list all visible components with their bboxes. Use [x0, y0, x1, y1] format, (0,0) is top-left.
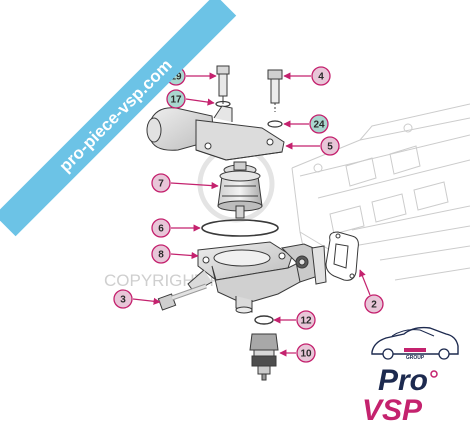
part-7-thermostat	[217, 161, 263, 219]
callout-5: 5	[320, 136, 340, 156]
callout-12: 12	[296, 310, 316, 330]
callout-10: 10	[296, 343, 316, 363]
part-6-seal	[201, 219, 279, 237]
leader-lines	[132, 72, 371, 357]
logo-line1: Pro	[378, 364, 428, 397]
part-3-bolt	[157, 283, 207, 311]
svg-text:24: 24	[313, 120, 325, 131]
svg-text:19: 19	[170, 72, 182, 83]
part-10-temperature-sensor	[249, 333, 279, 381]
callout-6: 6	[151, 218, 171, 238]
svg-text:5: 5	[327, 142, 333, 153]
svg-text:17: 17	[170, 95, 182, 106]
provsp-logo: GROUP Pro VSP	[362, 326, 459, 427]
part-5-thermostat-cover	[146, 105, 285, 161]
callout-17: 17	[166, 89, 186, 109]
logo-line2: VSP	[362, 394, 423, 427]
callout-8: 8	[151, 244, 171, 264]
svg-text:2: 2	[371, 300, 377, 311]
callout-7: 7	[151, 173, 171, 193]
car-icon	[371, 326, 459, 355]
part-24-oring	[267, 120, 283, 128]
part-4-bolt	[267, 69, 283, 112]
svg-text:3: 3	[120, 295, 126, 306]
callout-3: 3	[113, 289, 133, 309]
part-12-washer	[254, 315, 274, 325]
svg-text:7: 7	[158, 179, 164, 190]
engine-block-outline	[291, 103, 470, 281]
callout-24: 24	[309, 114, 329, 134]
part-19-bleed-screw	[216, 65, 230, 104]
svg-text:4: 4	[318, 72, 324, 83]
logo-badge: GROUP	[406, 355, 425, 361]
svg-text:10: 10	[300, 349, 312, 360]
part-8-thermostat-housing	[187, 241, 327, 314]
svg-text:6: 6	[158, 224, 164, 235]
callout-4: 4	[311, 66, 331, 86]
svg-text:12: 12	[300, 316, 312, 327]
part-2-gasket	[325, 231, 359, 281]
svg-text:8: 8	[158, 250, 164, 261]
callout-2: 2	[364, 294, 384, 314]
